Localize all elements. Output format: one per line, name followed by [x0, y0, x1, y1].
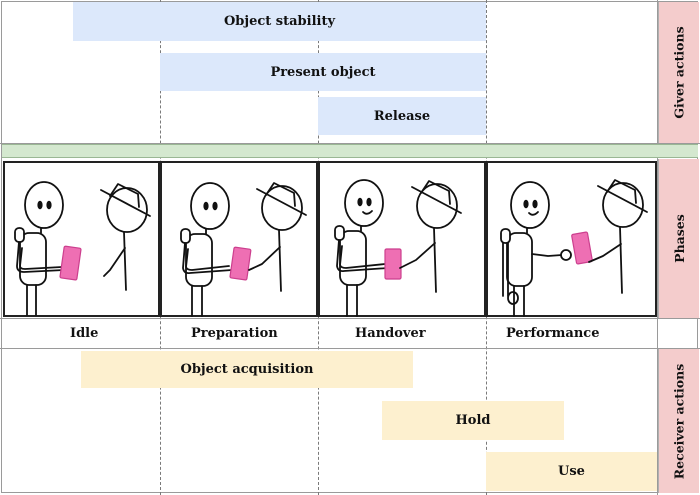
giver-bar-release: Release — [318, 97, 486, 135]
side-label-giver-actions: Giver actions — [658, 2, 699, 143]
receiver-bar-label: Hold — [455, 413, 491, 428]
side-label-text: Receiver actions — [671, 363, 687, 479]
side-divider — [657, 0, 658, 495]
receiver-figure-handover — [399, 180, 462, 293]
receiver-bar-use: Use — [486, 452, 657, 491]
row-divider-top — [0, 143, 700, 144]
side-label-receiver-actions: Receiver actions — [658, 349, 699, 493]
side-label-text: Phases — [671, 214, 687, 263]
giver-bar-label: Release — [373, 108, 431, 124]
receiver-figure-preparation — [248, 182, 307, 292]
receiver-bar-label: Object acquisition — [180, 362, 314, 377]
side-label-text: Giver actions — [671, 26, 687, 119]
phase-band — [2, 144, 698, 158]
phase-label-idle: Idle — [70, 326, 99, 341]
giver-bar-present-object: Present object — [160, 53, 486, 91]
receiver-bar-object-acquisition: Object acquisition — [81, 351, 413, 388]
side-label-phases: Phases — [658, 159, 699, 318]
giver-figure-performance — [500, 181, 550, 317]
phase-label-performance: Performance — [506, 326, 600, 341]
giver-bar-label: Object stability — [223, 14, 336, 29]
receiver-bar-label: Use — [558, 464, 585, 479]
phase-label-preparation: Preparation — [191, 326, 278, 341]
giver-figure-idle — [14, 181, 65, 316]
receiver-figure-idle — [100, 183, 151, 291]
phase-label-handover: Handover — [355, 326, 426, 341]
receiver-bar-hold: Hold — [382, 401, 564, 440]
receiver-figure-performance — [588, 179, 648, 294]
giver-figure-preparation — [180, 182, 233, 317]
giver-bar-label: Present object — [270, 64, 376, 80]
giver-bar-object-stability: Object stability — [73, 2, 486, 41]
giver-figure-handover — [334, 179, 389, 317]
row-divider-bottom — [0, 348, 700, 349]
row-divider-mid — [0, 318, 700, 319]
